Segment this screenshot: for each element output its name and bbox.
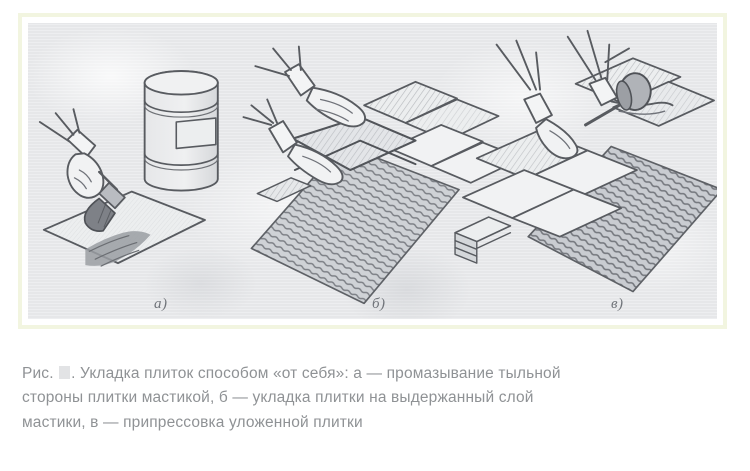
caption-text: . Укладка плиток способом «от себя»: а —… [22, 364, 561, 431]
panel-label-b: б) [372, 296, 386, 312]
panel-c-illustration [454, 29, 717, 293]
hand-pressing-tile-panel-c [495, 39, 579, 160]
figure-illustration [38, 29, 717, 305]
tile-panel-a [42, 190, 206, 267]
panel-b-illustration [242, 45, 524, 305]
laid-tiles-panel-b [256, 80, 524, 203]
caption-prefix: Рис. [22, 364, 59, 382]
mastic-bucket-icon [143, 70, 219, 192]
panel-label-c: в) [611, 296, 624, 312]
figure-frame: а) б) в) [18, 13, 727, 329]
mastic-layer-panel-b [250, 143, 460, 305]
hand-with-mallet-panel-c [566, 29, 674, 127]
tile-being-placed-panel-b [291, 116, 417, 172]
upper-hand-panel-b [254, 45, 367, 128]
hand-with-brush-panel-a [38, 108, 126, 232]
tile-stack-panel-c [454, 216, 512, 264]
panel-label-a: а) [154, 296, 168, 312]
figure-canvas: а) б) в) [28, 23, 717, 319]
figure-caption: Рис. . Укладка плиток способом «от себя»… [22, 362, 582, 436]
lower-hand-panel-b [242, 98, 344, 186]
panel-a-illustration [38, 70, 219, 267]
caption-figure-number-redacted [59, 365, 71, 379]
